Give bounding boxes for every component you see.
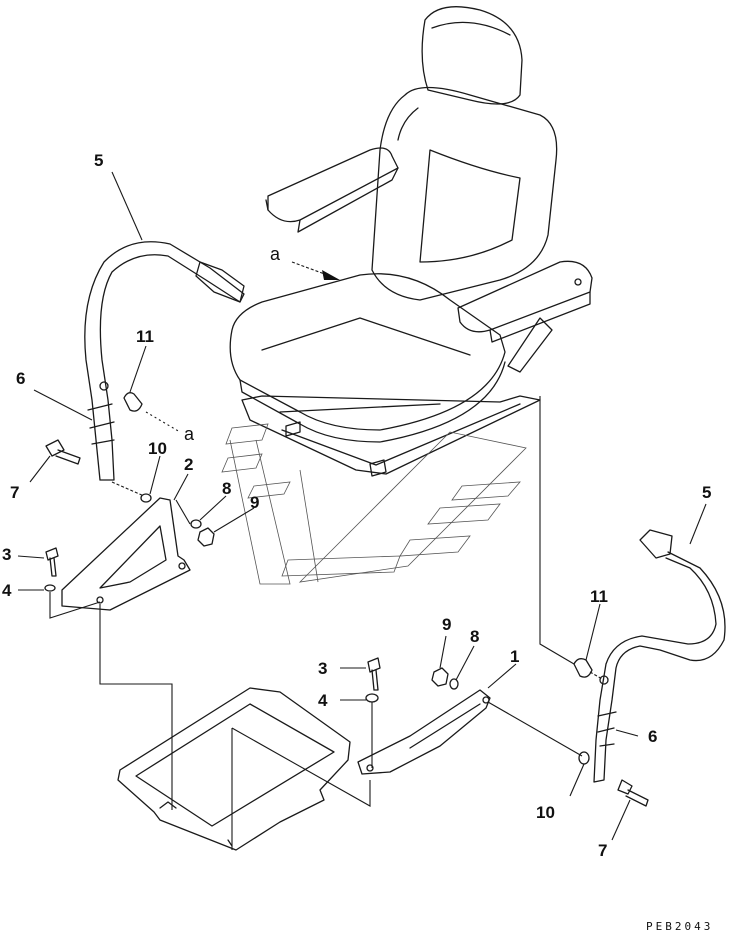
bolt-7-right [617, 779, 649, 807]
callout-9-left: 9 [250, 493, 259, 512]
callout-4-right: 4 [318, 691, 328, 710]
base-plate [117, 687, 351, 851]
bracket-2 [61, 497, 191, 611]
bolt-7-left [45, 439, 81, 465]
operator-seat [229, 6, 593, 477]
callout-8-left: 8 [222, 479, 231, 498]
nut-9-right [431, 667, 449, 687]
callout-2: 2 [184, 455, 193, 474]
callout-7-right: 7 [598, 841, 607, 860]
drawing-code: PEB2043 [646, 920, 713, 933]
bolt-3-right [367, 657, 381, 691]
callout-11-left: 11 [136, 327, 154, 346]
washer-8-right [449, 678, 459, 690]
reference-a-seat: a [270, 244, 281, 264]
spacer-11-right [573, 658, 593, 678]
washer-10-right [578, 751, 590, 765]
callout-8-right: 8 [470, 627, 479, 646]
washer-8 [190, 519, 202, 529]
callout-6-right: 6 [648, 727, 657, 746]
callout-3-left: 3 [2, 545, 11, 564]
reference-a-belt: a [184, 424, 195, 444]
callout-5-left: 5 [94, 151, 103, 170]
washer-4-left [44, 584, 56, 592]
bolt-3-left [45, 547, 59, 577]
spacer-11-left [123, 392, 143, 412]
callout-7-left: 7 [10, 483, 19, 502]
seat-belt-right [593, 529, 726, 783]
bracket-1 [357, 689, 491, 775]
callout-10-right: 10 [536, 803, 555, 822]
callout-leaders [17, 171, 707, 841]
seat-belt-left [84, 241, 245, 481]
washer-10-left [140, 493, 152, 503]
callout-6-left: 6 [16, 369, 25, 388]
callout-11-right: 11 [590, 587, 608, 606]
reference-arrow-a [291, 261, 340, 280]
nut-9-left [197, 527, 215, 547]
callout-1: 1 [510, 647, 519, 666]
callout-4-left: 4 [2, 581, 12, 600]
background-hatching [221, 423, 527, 585]
callout-5-right: 5 [702, 483, 711, 502]
callout-3-right: 3 [318, 659, 327, 678]
callout-10-left: 10 [148, 439, 167, 458]
callout-9-right: 9 [442, 615, 451, 634]
washer-4-right [365, 693, 379, 703]
